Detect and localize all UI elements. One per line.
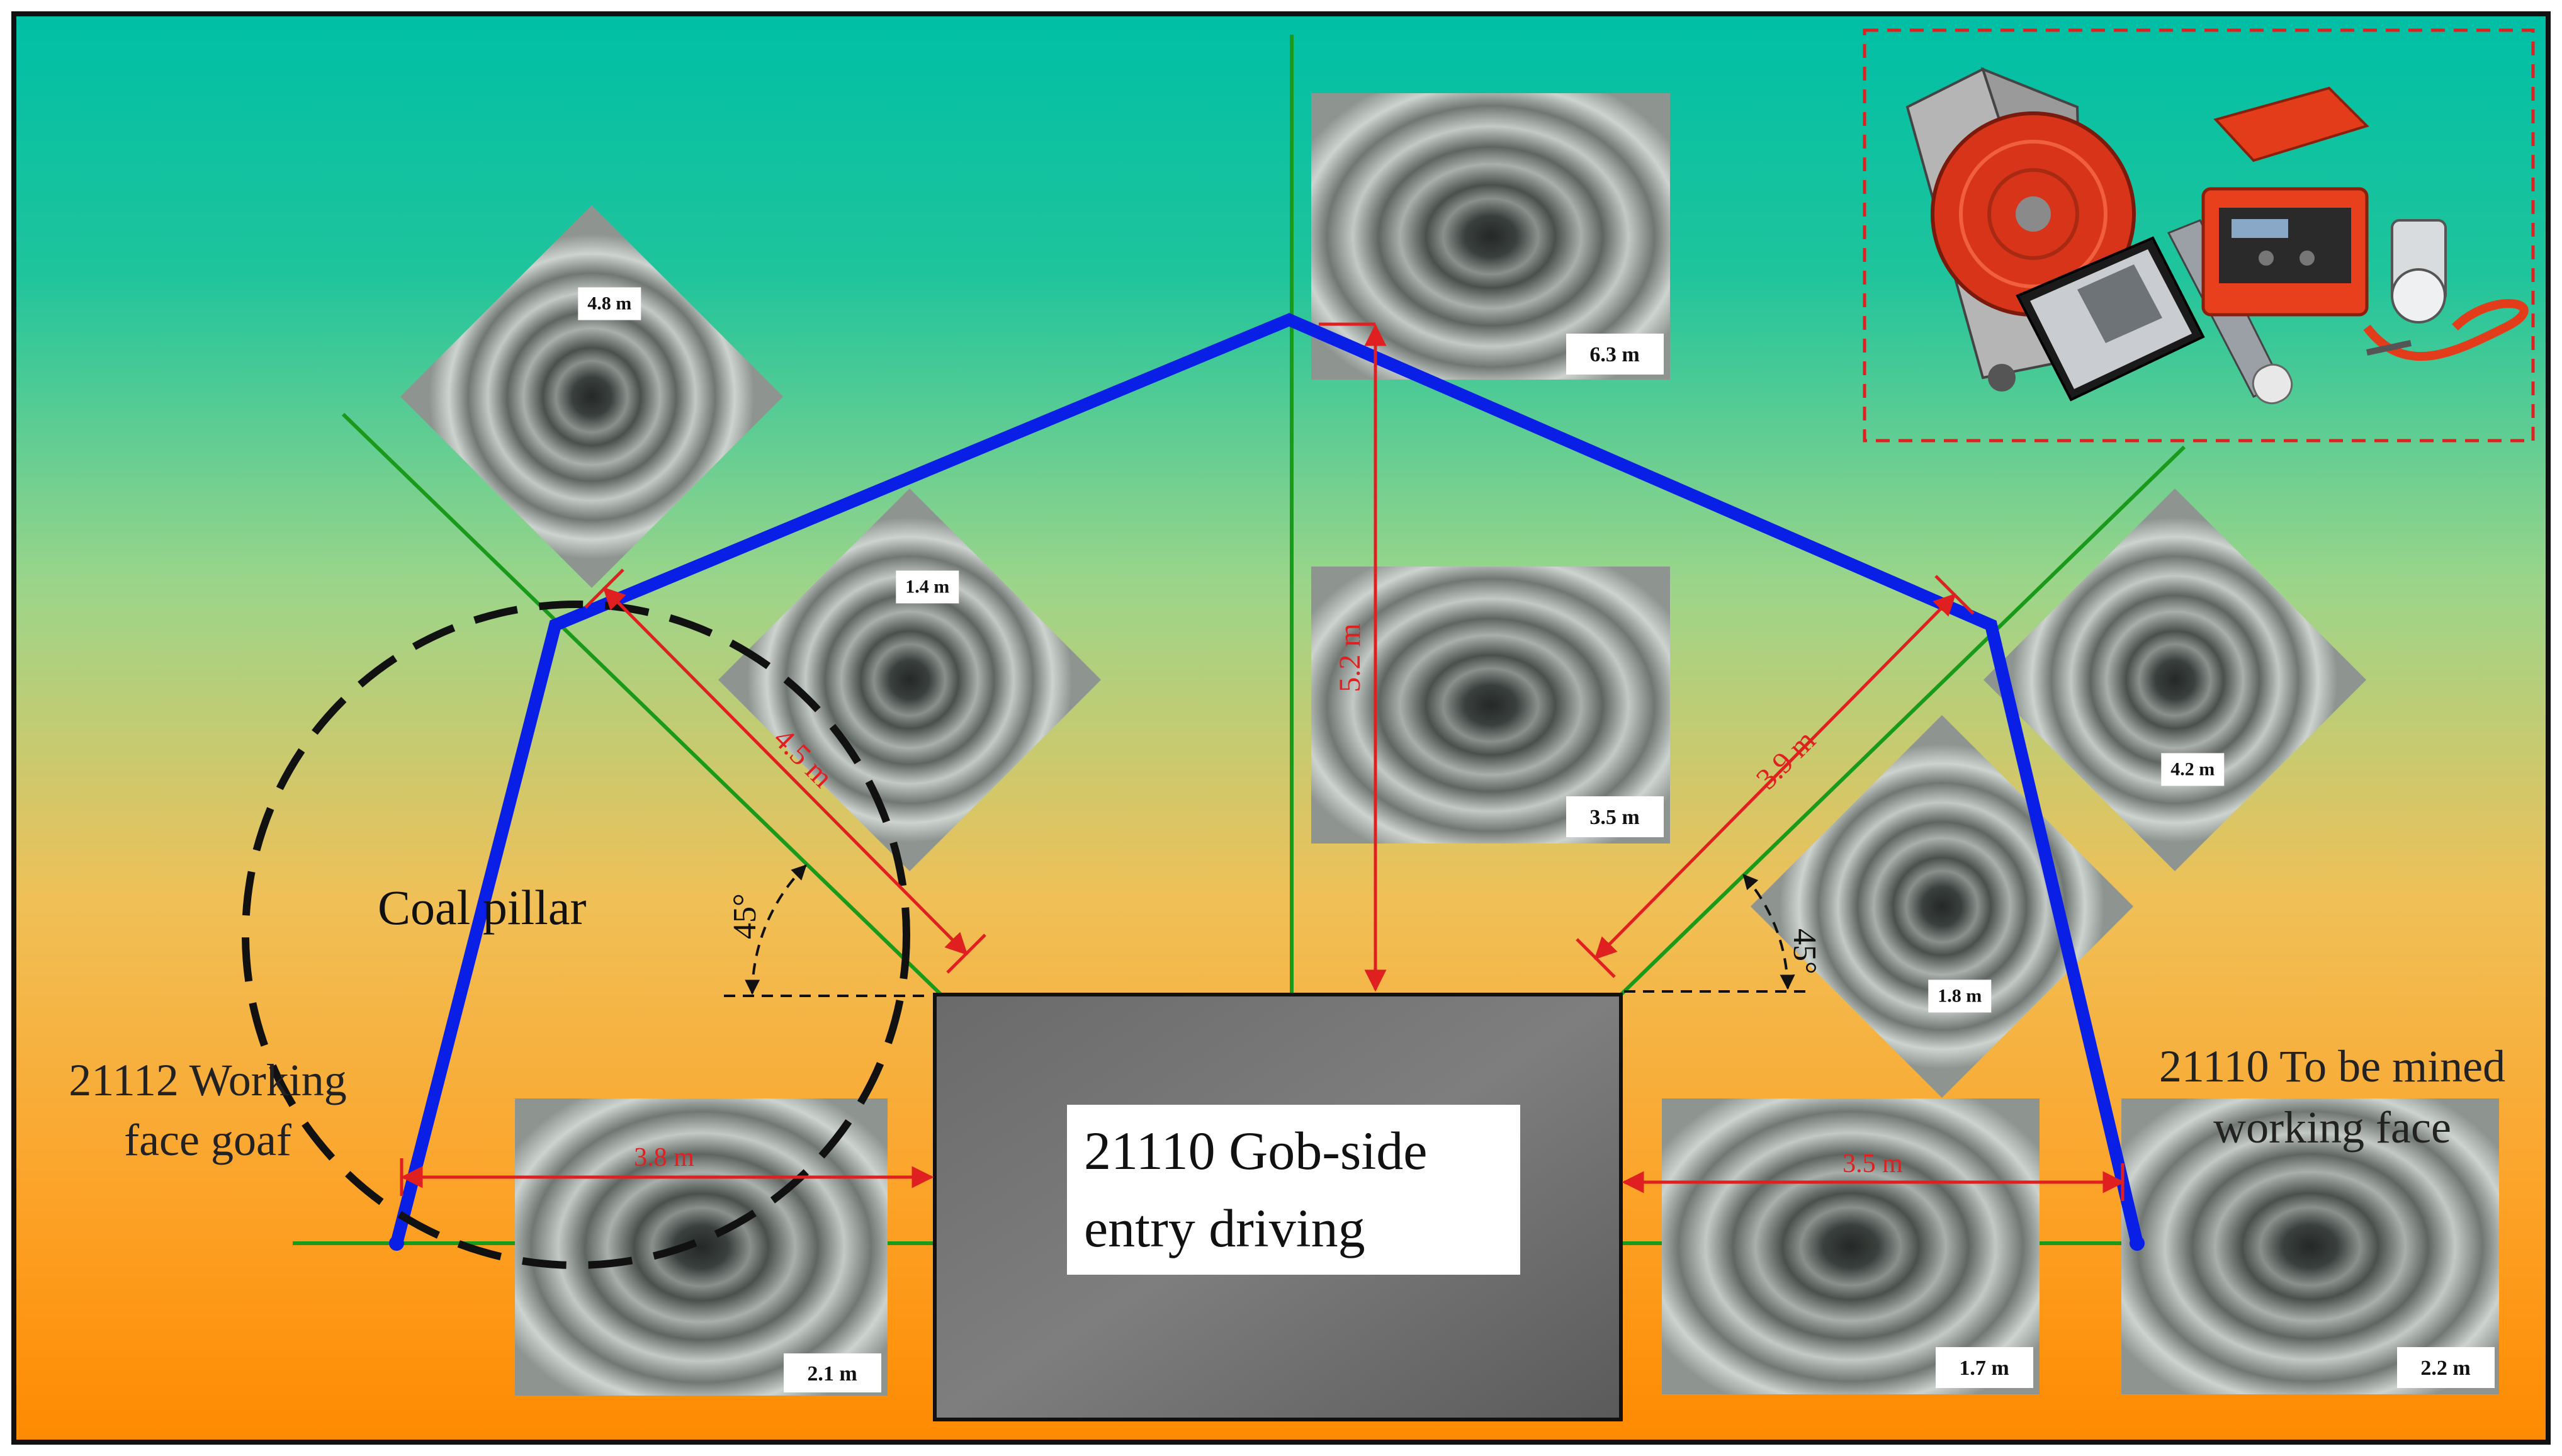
angle-label-left: 45° <box>727 893 763 939</box>
camera-head-icon <box>2363 219 2529 361</box>
goaf-label-line1: 21112 Working <box>69 1055 347 1105</box>
depth-label: 2.2 m <box>2420 1357 2470 1380</box>
roadway-block: 21110 Gob-side entry driving <box>933 993 1623 1421</box>
dim-right-horiz: 3.5 m <box>1842 1149 1903 1178</box>
borehole-image-bottom-mid-right: 1.7 m <box>1662 1098 2040 1394</box>
borehole-image-upper-left: 4.8 m <box>400 205 784 589</box>
outer-frame <box>11 11 2551 1445</box>
depth-label: 6.3 m <box>1589 343 1639 366</box>
angle-marker-left: 45° <box>724 864 932 997</box>
borehole-image-bottom-right: 2.2 m <box>2121 1098 2499 1394</box>
roadway-label-line2: entry driving <box>1084 1198 1365 1258</box>
depth-label: 1.8 m <box>1938 985 1982 1006</box>
depth-label: 1.4 m <box>905 577 949 597</box>
control-box-icon <box>2201 86 2369 317</box>
depth-label: 2.1 m <box>807 1362 857 1385</box>
borehole-image-top-center: 6.3 m <box>1311 93 1670 380</box>
dim-center-vert: 5.2 m <box>1333 623 1367 692</box>
equipment-inset <box>1863 28 2535 443</box>
coal-pillar-label: Coal pillar <box>378 880 586 935</box>
borehole-image-mid-center: 3.5 m <box>1311 567 1670 844</box>
roadway-label-line1: 21110 Gob-side <box>1084 1120 1427 1181</box>
dim-left-horiz: 3.8 m <box>634 1143 694 1172</box>
boundary-end-right <box>2130 1236 2145 1251</box>
depth-label: 3.5 m <box>1589 806 1639 829</box>
dimension-lines <box>400 322 2125 1201</box>
depth-label: 4.2 m <box>2170 759 2215 779</box>
angle-label-right: 45° <box>1786 928 1822 974</box>
support-boundary <box>390 313 2143 1245</box>
tablet-icon <box>2016 236 2205 402</box>
angle-marker-right: 45° <box>1624 874 1822 993</box>
mined-label-line1: 21110 To be mined <box>2159 1041 2505 1092</box>
goaf-label-line2: face goaf <box>124 1115 291 1165</box>
depth-label: 1.7 m <box>1959 1357 2009 1380</box>
depth-label: 4.8 m <box>587 293 631 314</box>
boundary-end-left <box>389 1236 404 1251</box>
mined-label-line2: working face <box>2213 1102 2451 1153</box>
